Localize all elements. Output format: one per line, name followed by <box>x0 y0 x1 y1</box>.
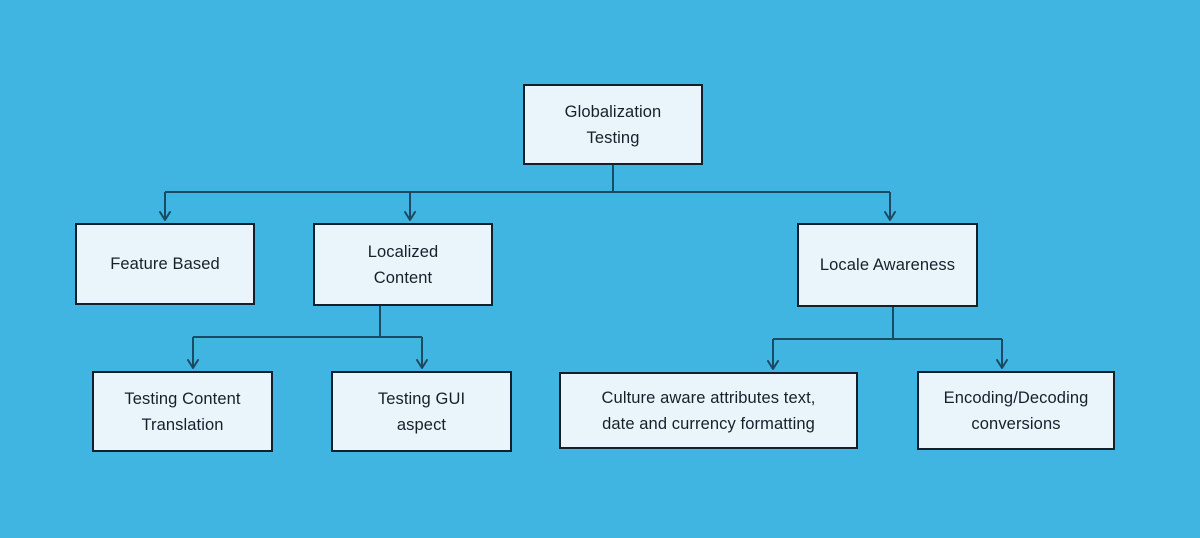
node-label-line: Localized <box>367 242 439 261</box>
node-label-line: Translation <box>141 415 224 434</box>
node-feature-based: Feature Based <box>75 223 255 305</box>
node-label-line: Testing <box>586 128 640 147</box>
node-label-line: Encoding/Decoding <box>943 388 1089 407</box>
node-testing-content-translation: Testing Content Translation <box>92 371 273 452</box>
node-locale-awareness: Locale Awareness <box>797 223 978 307</box>
node-label-line: Content <box>373 268 433 287</box>
node-label-line: Globalization <box>564 102 662 121</box>
edge-root-group <box>159 165 896 221</box>
node-culture-aware-attributes: Culture aware attributes text, date and … <box>559 372 858 449</box>
node-encoding-decoding-conversions: Encoding/Decoding conversions <box>917 371 1115 450</box>
node-label-line: Locale Awareness <box>819 256 956 274</box>
node-label-line: Testing Content <box>124 389 241 408</box>
node-label-line: Testing GUI <box>377 389 466 408</box>
node-globalization-testing: Globalization Testing <box>523 84 703 165</box>
edge-locale-group <box>767 307 1008 370</box>
node-label-line: conversions <box>971 414 1061 433</box>
node-label-line: date and currency formatting <box>602 414 815 433</box>
node-testing-gui-aspect: Testing GUI aspect <box>331 371 512 452</box>
node-label-line: Feature Based <box>110 255 220 273</box>
node-label-line: aspect <box>396 415 447 434</box>
node-localized-content: Localized Content <box>313 223 493 306</box>
node-label-line: Culture aware attributes text, <box>601 388 816 407</box>
edge-localized-group <box>187 306 428 369</box>
